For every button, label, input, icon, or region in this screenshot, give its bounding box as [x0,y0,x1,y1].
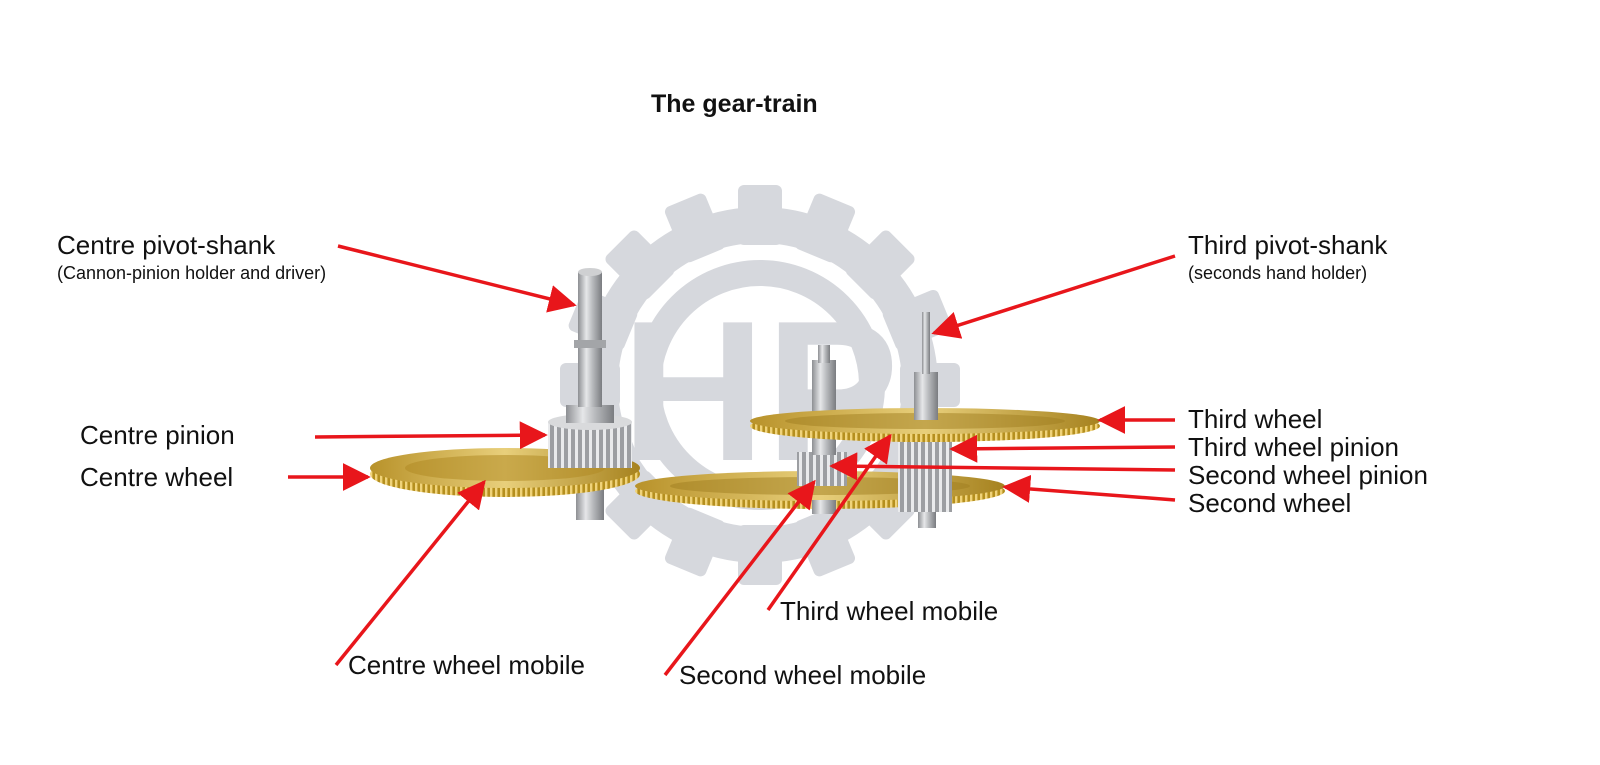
third-wheel-pinion [898,436,952,512]
label-centre-wheel: Centre wheel [80,462,234,492]
arrow-second-wheel [1002,474,1176,503]
label-third-wheel: Third wheel [1188,404,1323,434]
label-centre-pivot-shank: Centre pivot-shank [57,230,276,260]
centre-pivot-shank [578,272,602,407]
arrow-third-wheel-mobile [766,433,892,612]
arrow-centre-pivot-shank [337,244,577,313]
label-centre-pinion: Centre pinion [80,420,235,450]
third-wheel-mobile [750,312,1100,528]
arrow-second-wheel-pinion [829,452,1176,481]
watermark-letters: HP [621,280,899,503]
label-third-wheel-pinion: Third wheel pinion [1188,432,1400,462]
label-centre-pivot-shank-note: (Cannon-pinion holder and driver) [57,263,327,283]
third-pivot-shank [922,312,930,374]
label-second-wheel: Second wheel [1188,488,1352,518]
arrow-third-pivot-shank [931,254,1176,339]
arrow-centre-wheel-mobile [334,479,486,667]
label-third-wheel-mobile: Third wheel mobile [780,596,999,626]
label-third-pivot-shank-note: (seconds hand holder) [1188,263,1368,283]
label-centre-wheel-mobile: Centre wheel mobile [348,650,586,680]
arrow-third-wheel-pinion [949,434,1176,463]
gear-logo-icon: HP [560,185,960,585]
label-third-pivot-shank: Third pivot-shank [1188,230,1388,260]
second-wheel-pinion [797,452,847,486]
centre-wheel-mobile [370,268,640,520]
arrow-centre-pinion [314,421,548,450]
diagram-title: The gear-train [651,90,818,118]
label-second-wheel-pinion: Second wheel pinion [1188,460,1428,490]
label-second-wheel-mobile: Second wheel mobile [679,660,927,690]
callout-arrows [288,244,1176,677]
arrow-second-wheel-mobile [663,479,816,677]
